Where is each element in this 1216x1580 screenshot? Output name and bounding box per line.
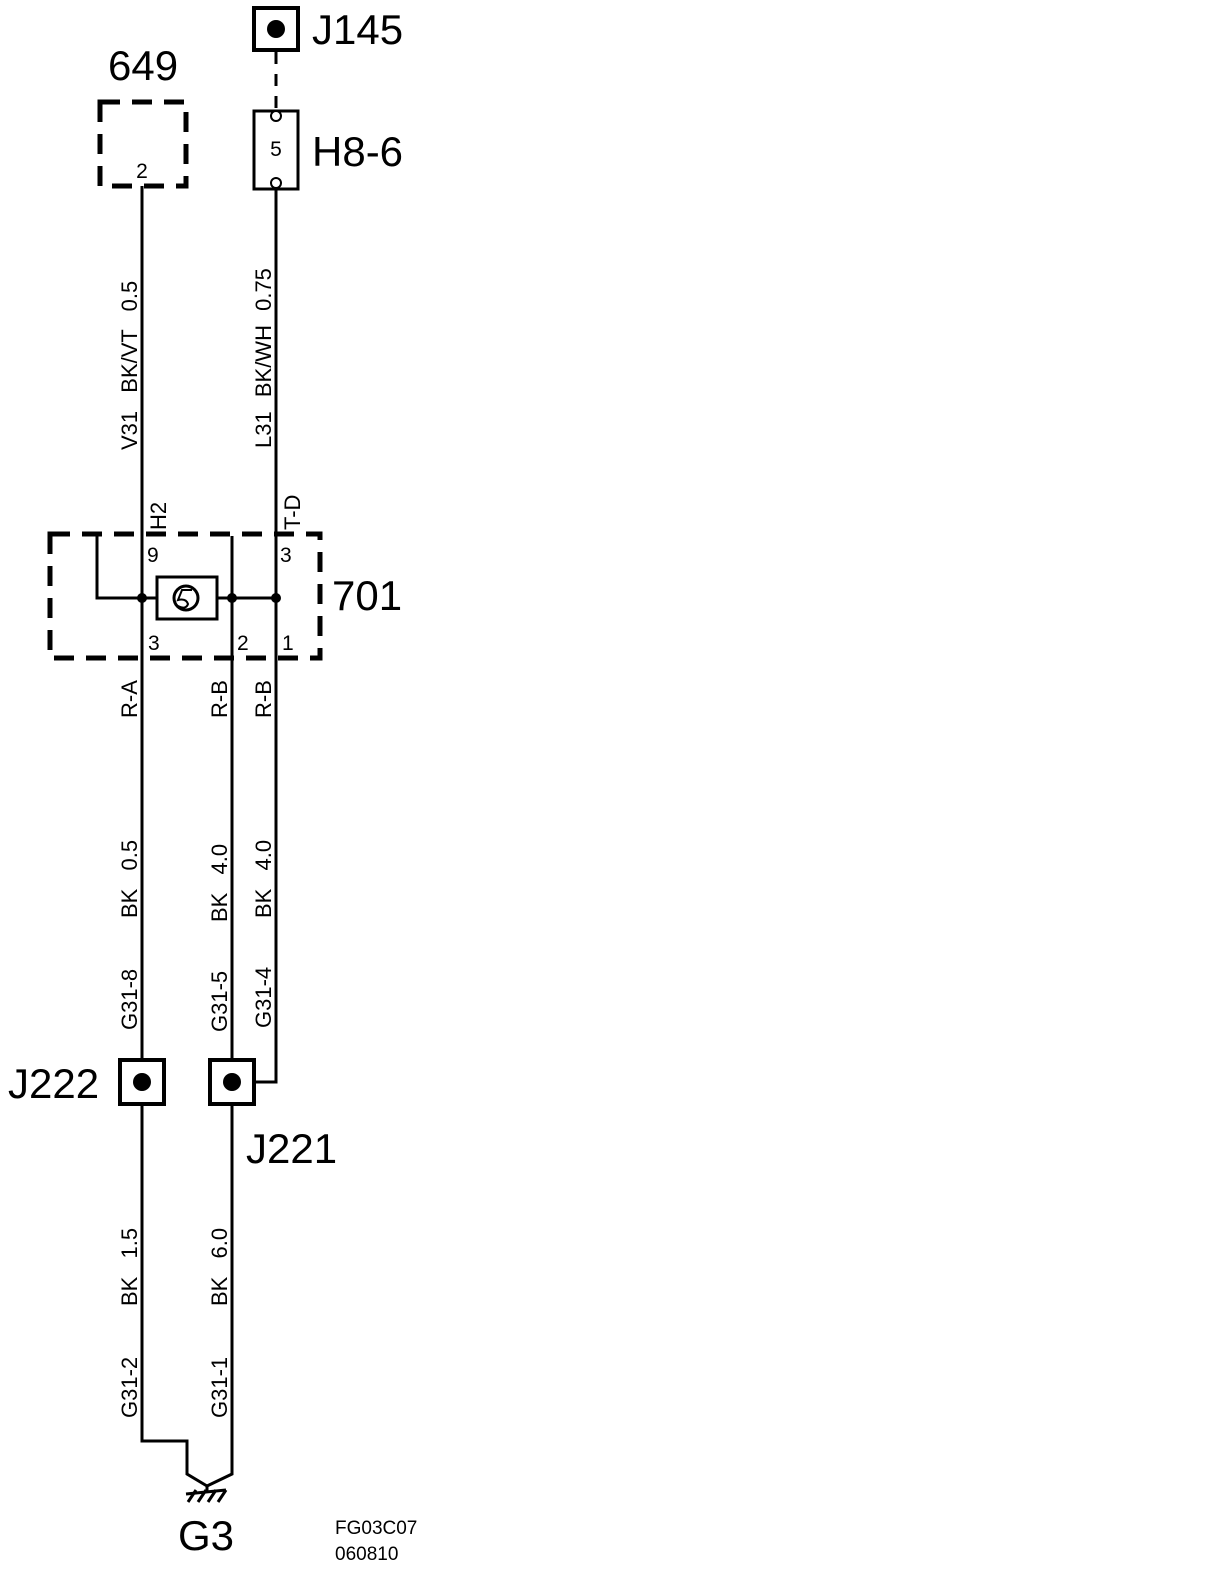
- h8-6-terminal-top: [270, 110, 282, 122]
- module-701-symbol-box: [155, 575, 219, 621]
- wire-j221-ground-designator: G31-1: [207, 1357, 232, 1418]
- wire-right-lower-color: BK: [251, 888, 276, 918]
- wire-left-lower-label: BK 0.5: [117, 840, 142, 918]
- wire-l31-color: BK/WH: [251, 325, 276, 397]
- wire-j222-ground: [140, 1104, 208, 1488]
- wire-l31-size: 0.75: [251, 268, 276, 311]
- module-701-label: 701: [332, 572, 402, 619]
- module-701-box: [47, 531, 323, 661]
- wire-j222-ground-color: BK: [117, 1276, 142, 1306]
- module-701-pin-3-top: 3: [280, 544, 292, 567]
- module-701-pin-1: 1: [282, 632, 294, 655]
- wire-j222-ground-label: BK 1.5: [117, 1228, 142, 1306]
- connector-649-label: 649: [108, 42, 178, 89]
- h8-6-pin: 5: [270, 138, 282, 161]
- wire-j221-ground-size: 6.0: [207, 1228, 232, 1259]
- wire-j221-ground: [206, 1104, 234, 1488]
- connector-h2-label: H2: [146, 502, 171, 530]
- wire-mid-lower-label: BK 4.0: [207, 844, 232, 922]
- wire-j221-ground-color: BK: [207, 1276, 232, 1306]
- h8-6-terminal-bottom: [270, 177, 282, 189]
- ground-symbol-icon: [185, 1486, 228, 1503]
- wire-mid-lower-ground: G31-5: [207, 971, 232, 1032]
- wire-j222-ground-designator: G31-2: [117, 1357, 142, 1418]
- wire-right-lower: [254, 598, 278, 1084]
- h8-6-label: H8-6: [312, 128, 403, 175]
- wire-left-lower-size: 0.5: [117, 840, 142, 871]
- j222-splice-dot: [133, 1073, 151, 1091]
- wire-j222-ground-size: 1.5: [117, 1228, 142, 1259]
- j145-label: J145: [312, 6, 403, 53]
- j145-splice: [252, 6, 300, 52]
- j221-label: J221: [246, 1125, 337, 1172]
- j221-splice-dot: [223, 1073, 241, 1091]
- wire-right-lower-ground: G31-4: [251, 967, 276, 1028]
- wire-l31-label: L31 BK/WH 0.75: [251, 268, 276, 448]
- wire-mid-lower-color: BK: [207, 892, 232, 922]
- connector-649-pin: 2: [136, 160, 148, 183]
- wire-v31-id: V31: [117, 411, 142, 450]
- wire-left-connector: R-A: [117, 680, 142, 718]
- wire-mid-connector: R-B: [207, 680, 232, 718]
- module-701-pin-9: 9: [147, 544, 159, 567]
- wire-j221-ground-label: BK 6.0: [207, 1228, 232, 1306]
- node-mid: [227, 593, 237, 603]
- wire-mid-lower-size: 4.0: [207, 844, 232, 875]
- g3-label: G3: [178, 1512, 234, 1559]
- wire-right-lower-size: 4.0: [251, 840, 276, 871]
- module-701-pin-3-bottom: 3: [148, 632, 160, 655]
- wire-right-lower-label: BK 4.0: [251, 840, 276, 918]
- module-701-symbol-icon: [172, 584, 200, 612]
- wire-v31-label: V31 BK/VT 0.5: [117, 281, 142, 450]
- wire-v31-color: BK/VT: [117, 330, 142, 393]
- connector-t-d-label: T-D: [280, 495, 305, 530]
- wire-l31-id: L31: [251, 411, 276, 448]
- wire-right-connector: R-B: [251, 680, 276, 718]
- figure-code: FG03C07: [335, 1518, 417, 1539]
- module-701-symbol-icon-inner: [176, 589, 192, 609]
- connector-649-box: [97, 99, 189, 189]
- j145-splice-dot: [267, 20, 285, 38]
- j222-label: J222: [8, 1060, 99, 1107]
- module-701-pin-2: 2: [237, 632, 249, 655]
- wire-left-lower-color: BK: [117, 888, 142, 918]
- wire-v31-size: 0.5: [117, 281, 142, 312]
- figure-date: 060810: [335, 1544, 398, 1565]
- wire-left-lower-ground: G31-8: [117, 969, 142, 1030]
